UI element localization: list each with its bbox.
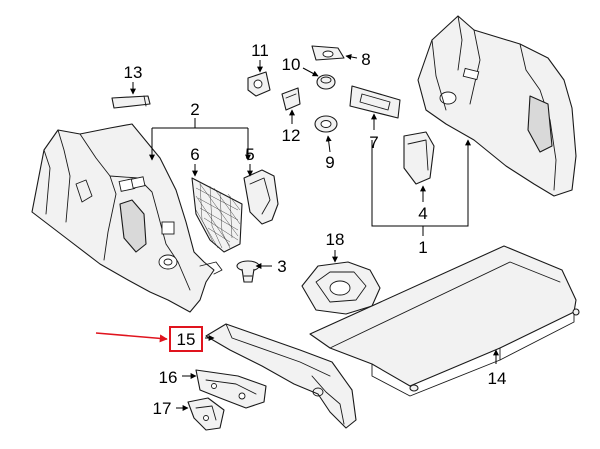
callout-15: 15: [177, 330, 196, 349]
cargo-net-pocket: [191, 177, 243, 253]
net-mesh: [195, 181, 241, 249]
callout-10: 10: [282, 55, 301, 74]
mounting-bracket-16: [195, 369, 267, 409]
highlight-arrow: [95, 332, 168, 343]
leader-lines: [130, 54, 499, 411]
hold-down-bracket: [301, 261, 381, 315]
callout-15-highlight: [95, 326, 203, 352]
plug-10: [316, 74, 336, 90]
callout-18: 18: [326, 230, 345, 249]
callout-12: 12: [282, 126, 301, 145]
bracket-12: [281, 87, 301, 111]
callout-1: 1: [418, 238, 427, 257]
socket-8: [311, 45, 345, 61]
callout-2: 2: [190, 100, 199, 119]
callout-16: 16: [159, 368, 178, 387]
handle-trim: [111, 95, 151, 109]
callout-8: 8: [361, 50, 370, 69]
callout-6: 6: [190, 145, 199, 164]
leader-10: [302, 67, 319, 77]
left-quarter-trim-panel: [31, 123, 223, 313]
callout-17: 17: [153, 399, 172, 418]
trim-cover: [243, 169, 279, 225]
leader-8: [345, 54, 358, 60]
callout-9: 9: [325, 153, 334, 172]
leader-1-bracket: [371, 140, 469, 227]
callout-4: 4: [418, 204, 427, 223]
mounting-bracket-17: [187, 397, 225, 431]
trim-strip: [349, 85, 401, 119]
callout-3: 3: [277, 257, 286, 276]
push-pin-clip: [236, 260, 260, 283]
sill-trim-panel: [205, 323, 357, 429]
access-cover: [403, 131, 435, 185]
callout-7: 7: [369, 133, 378, 152]
leader-9: [325, 135, 332, 153]
cargo-floor-cover: [309, 245, 580, 397]
callout-13: 13: [124, 63, 143, 82]
callout-labels: 1 2 3 4 5 6 7 8 9 10 11 12 13 14 15 16 1…: [124, 41, 507, 418]
small-clip-11: [247, 71, 271, 97]
cap-9: [314, 115, 338, 133]
callout-11: 11: [251, 41, 269, 60]
highlight-box: [169, 326, 203, 352]
callout-5: 5: [245, 145, 254, 164]
right-quarter-trim-panel: [417, 15, 577, 197]
callout-14: 14: [488, 369, 507, 388]
